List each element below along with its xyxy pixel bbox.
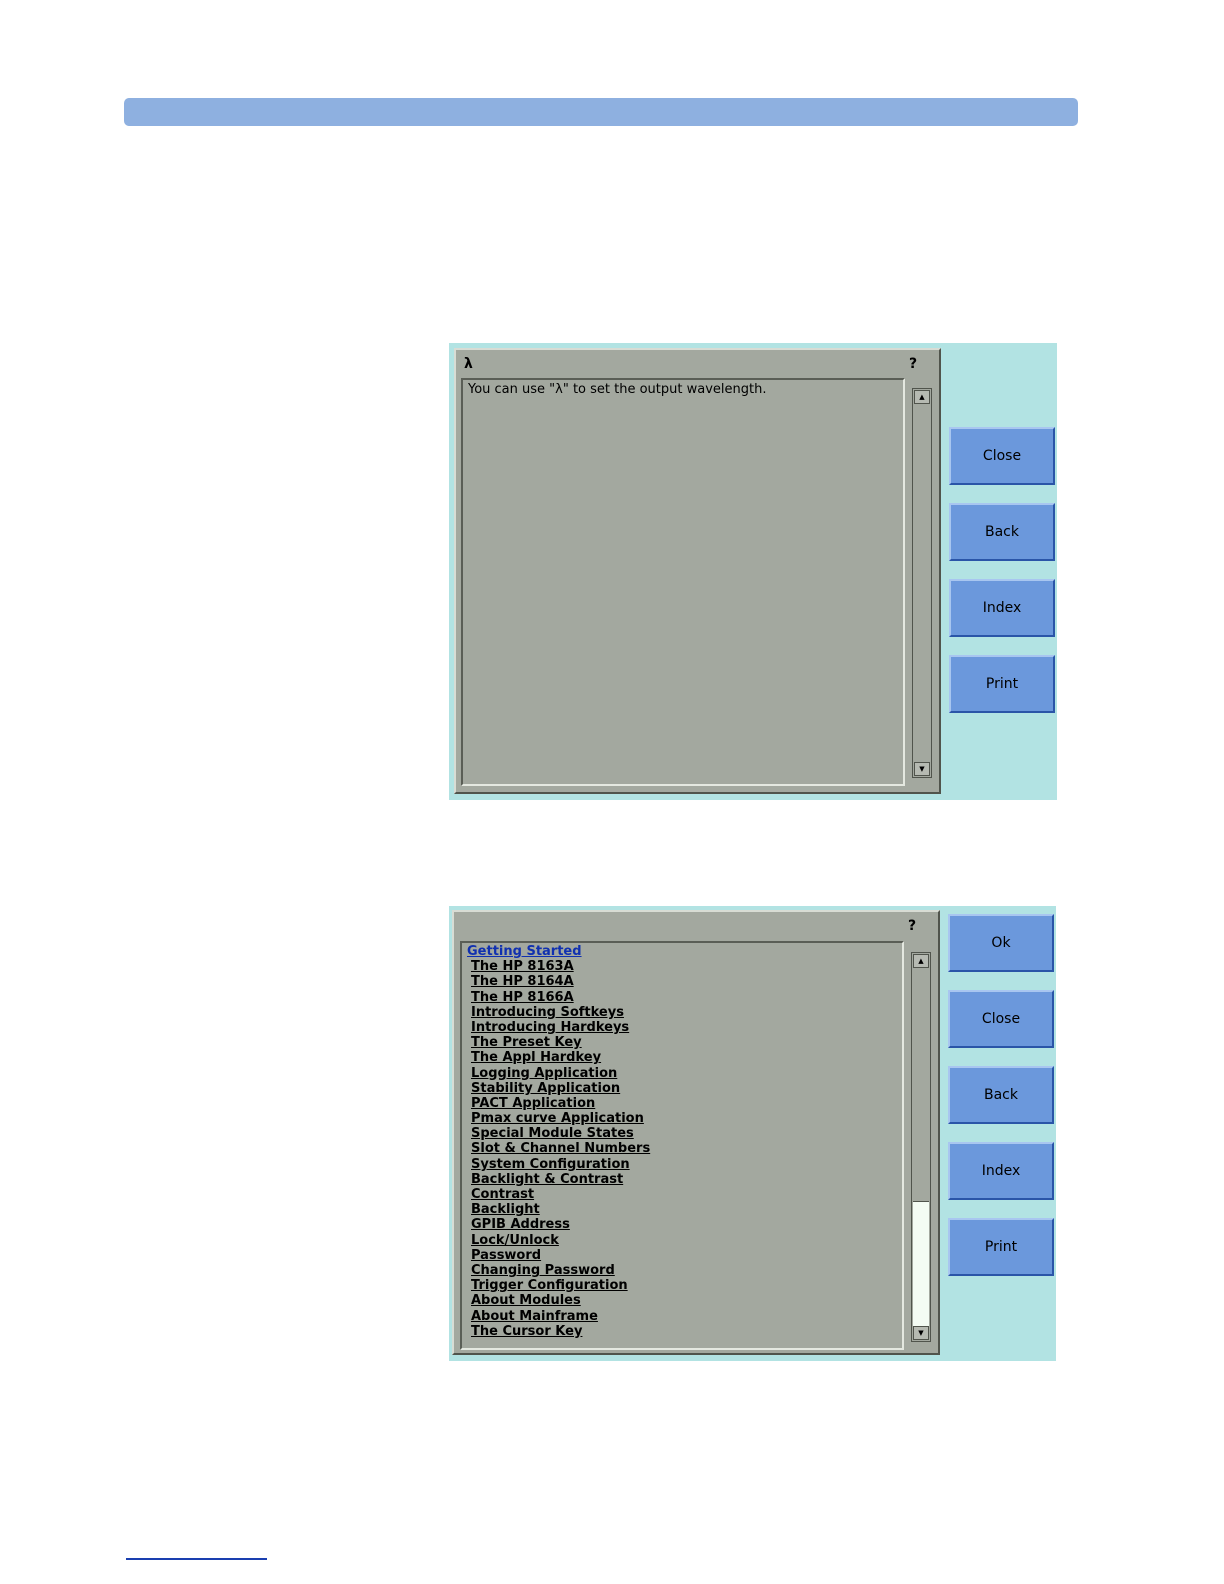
help-question-icon[interactable]: ? [908, 918, 917, 934]
page-header-bar [124, 98, 1078, 126]
topic-link[interactable]: Introducing Hardkeys [471, 1019, 630, 1035]
vertical-scrollbar[interactable]: ▲ ▼ [911, 952, 931, 1342]
topic-link[interactable]: The HP 8164A [471, 974, 574, 990]
topic-link[interactable]: System Configuration [471, 1156, 630, 1172]
footer-link-underline [126, 1558, 267, 1560]
topic-link[interactable]: Backlight & Contrast [471, 1171, 624, 1187]
topic-list-area[interactable]: Getting Started The HP 8163A The HP 8164… [460, 941, 904, 1350]
topic-link[interactable]: Stability Application [471, 1080, 621, 1096]
topic-link[interactable]: Introducing Softkeys [471, 1004, 624, 1020]
topic-link[interactable]: GPIB Address [471, 1217, 570, 1233]
topic-link[interactable]: The Preset Key [471, 1035, 582, 1051]
help-index-dialog: ? Getting Started The HP 8163A The HP 81… [449, 906, 1056, 1361]
topic-list: Getting Started The HP 8163A The HP 8164… [467, 944, 650, 1339]
topic-link[interactable]: Contrast [471, 1187, 535, 1202]
scroll-down-icon[interactable]: ▼ [914, 762, 930, 776]
topic-link[interactable]: Pmax curve Application [471, 1111, 644, 1127]
topic-link[interactable]: About Mainframe [471, 1308, 598, 1324]
ok-button[interactable]: Ok [948, 914, 1054, 972]
topic-link[interactable]: PACT Application [471, 1095, 596, 1111]
topic-link[interactable]: Changing Password [471, 1262, 615, 1278]
scroll-down-icon[interactable]: ▼ [913, 1326, 929, 1340]
index-window: ? Getting Started The HP 8163A The HP 81… [452, 910, 940, 1355]
topic-link[interactable]: Getting Started [467, 944, 582, 959]
topic-link[interactable]: Logging Application [471, 1065, 618, 1081]
scroll-track[interactable] [914, 405, 930, 761]
back-button[interactable]: Back [949, 503, 1055, 561]
topic-link[interactable]: Trigger Configuration [471, 1278, 628, 1294]
index-button[interactable]: Index [948, 1142, 1054, 1200]
topic-link[interactable]: Password [471, 1247, 542, 1263]
help-content-area[interactable]: You can use "λ" to set the output wavele… [461, 378, 905, 786]
scroll-up-icon[interactable]: ▲ [913, 954, 929, 968]
help-dialog-lambda: λ ? You can use "λ" to set the output wa… [449, 343, 1057, 800]
back-button[interactable]: Back [948, 1066, 1054, 1124]
close-button[interactable]: Close [949, 427, 1055, 485]
scroll-track[interactable] [913, 1202, 929, 1326]
topic-link[interactable]: Special Module States [471, 1126, 634, 1142]
topic-link[interactable]: The HP 8163A [471, 959, 574, 975]
topic-link[interactable]: About Modules [471, 1293, 581, 1309]
topic-link[interactable]: Slot & Channel Numbers [471, 1141, 651, 1157]
topic-link[interactable]: Backlight [471, 1202, 540, 1218]
topic-link[interactable]: The Cursor Key [471, 1323, 583, 1339]
index-button[interactable]: Index [949, 579, 1055, 637]
help-window: λ ? You can use "λ" to set the output wa… [454, 348, 941, 794]
topic-link[interactable]: Lock/Unlock [471, 1232, 559, 1248]
topic-link[interactable]: The Appl Hardkey [471, 1050, 602, 1066]
close-button[interactable]: Close [948, 990, 1054, 1048]
print-button[interactable]: Print [949, 655, 1055, 713]
help-question-icon[interactable]: ? [909, 356, 918, 372]
scroll-thumb[interactable] [913, 969, 929, 1202]
topic-link[interactable]: The HP 8166A [471, 989, 574, 1005]
print-button[interactable]: Print [948, 1218, 1054, 1276]
help-message: You can use "λ" to set the output wavele… [468, 382, 767, 397]
window-title-lambda: λ [464, 356, 473, 372]
scroll-up-icon[interactable]: ▲ [914, 390, 930, 404]
vertical-scrollbar[interactable]: ▲ ▼ [912, 388, 932, 778]
